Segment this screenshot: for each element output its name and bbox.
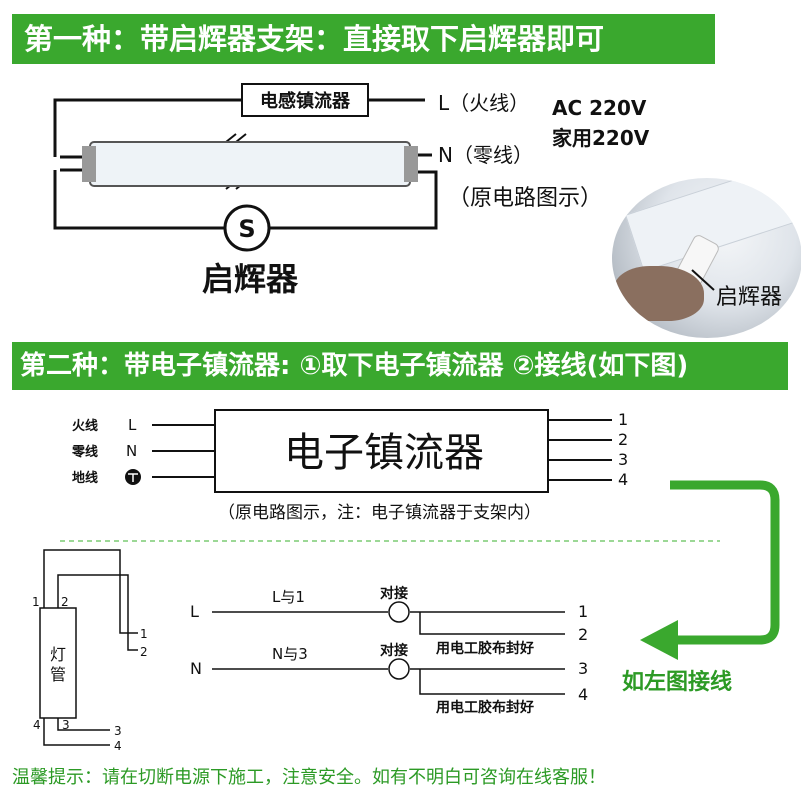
neutral-input-name: 零线 — [71, 444, 98, 460]
live-input-name: 火线 — [72, 418, 98, 434]
tube-lead-3: 3 — [114, 724, 122, 738]
electronic-ballast-label: 电子镇流器 — [284, 430, 484, 476]
starter-photo — [612, 178, 801, 338]
tube-label-char-1: 灯 — [50, 645, 66, 664]
join-label-1: 对接 — [380, 585, 408, 602]
wiring-out-4: 4 — [578, 685, 588, 704]
live-input-symbol: L — [128, 416, 137, 434]
section1-banner: 第一种：带启辉器支架：直接取下启辉器即可 — [12, 14, 715, 64]
ballast-output-4: 4 — [618, 470, 628, 489]
neutral-wire-label: N（零线） — [438, 143, 533, 167]
fluorescent-tube-1 — [60, 141, 426, 187]
starter-symbol — [223, 204, 271, 252]
neutral-input-symbol: N — [126, 442, 137, 460]
green-arrow-icon — [640, 480, 780, 660]
section1-circuit — [53, 98, 438, 230]
household-voltage-label: 家用220V — [552, 126, 650, 150]
ballast-output-1: 1 — [618, 410, 628, 429]
section1-caption: （原电路图示） — [448, 186, 602, 211]
tube-lead-1: 1 — [140, 627, 148, 641]
tube-wiring-diagram — [39, 549, 138, 746]
tube-lead-4: 4 — [114, 739, 122, 753]
inductive-ballast-box — [241, 83, 369, 117]
ac-voltage-label: AC 220V — [552, 96, 647, 120]
join-circle-1 — [388, 601, 410, 623]
tape-note-1: 用电工胶布封好 — [436, 640, 534, 657]
safety-warning: 温馨提示：请在切断电源下施工，注意安全。如有不明白可咨询在线客服！ — [12, 767, 606, 788]
wiring-out-2: 2 — [578, 625, 588, 644]
live-wire-label: L（火线） — [438, 91, 529, 115]
ballast-output-2: 2 — [618, 430, 628, 449]
wiring-input-n: N — [190, 659, 202, 678]
photo-starter-label: 启辉器 — [716, 285, 783, 310]
wiring-pair-n3: N与3 — [272, 645, 308, 663]
tube-pin-top-1: 1 — [32, 595, 40, 609]
wiring-out-1: 1 — [578, 602, 588, 621]
arrow-note: 如左图接线 — [622, 670, 733, 695]
tape-note-2: 用电工胶布封好 — [436, 699, 534, 716]
ground-input-name: 地线 — [72, 470, 98, 486]
electronic-ballast-diagram: 火线 L 零线 N 地线 电子镇流器 1 2 3 4 （原电路图示，注：电子镇流… — [71, 409, 628, 523]
section2-banner: 第二种：带电子镇流器: ①取下电子镇流器 ②接线(如下图) — [12, 342, 788, 390]
wiring-out-3: 3 — [578, 659, 588, 678]
ballast-output-3: 3 — [618, 450, 628, 469]
tube-label-char-2: 管 — [50, 665, 66, 684]
starter-symbol-letter: S — [238, 215, 255, 243]
tube-pin-bottom-3: 3 — [62, 718, 70, 732]
tube-pin-top-2: 2 — [61, 595, 69, 609]
electronic-ballast-box — [214, 409, 549, 493]
wiring-input-l: L — [190, 602, 199, 621]
join-circle-2 — [388, 658, 410, 680]
section2-caption: （原电路图示，注：电子镇流器于支架内） — [218, 503, 541, 523]
starter-label: 启辉器 — [202, 260, 299, 298]
join-label-2: 对接 — [380, 642, 408, 659]
wiring-pair-l1: L与1 — [272, 588, 305, 606]
tube-lead-2: 2 — [140, 645, 148, 659]
new-wiring-diagram — [212, 611, 565, 695]
inductive-ballast-label: 电感镇流器 — [260, 90, 351, 112]
tube-pin-bottom-4: 4 — [33, 718, 41, 732]
